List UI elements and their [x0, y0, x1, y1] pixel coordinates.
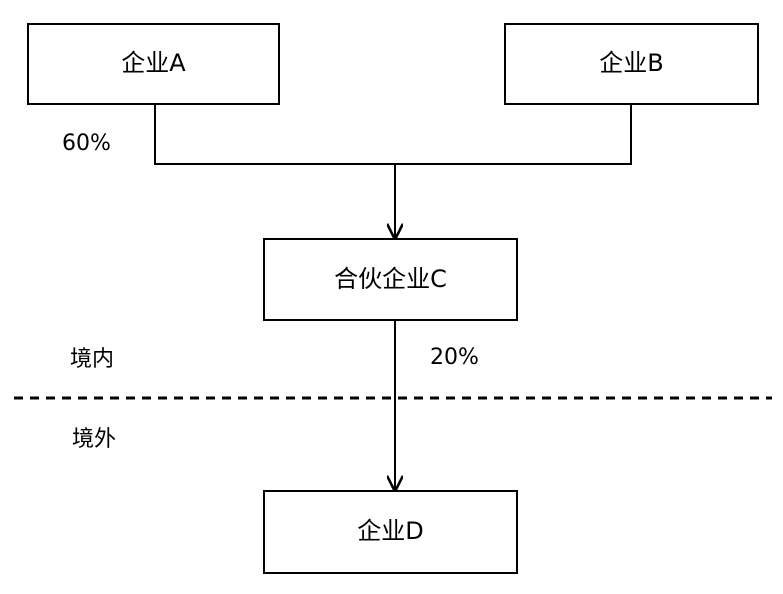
node-enterprise-b-label: 企业B	[599, 49, 663, 77]
node-enterprise-a: 企业A	[27, 23, 280, 105]
node-partnership-c-label: 合伙企业C	[334, 265, 447, 293]
edge-label-a-share: 60%	[62, 131, 111, 156]
connector-a-b-to-c	[154, 104, 632, 238]
edge-label-c-share: 20%	[430, 345, 479, 370]
node-enterprise-d-label: 企业D	[357, 517, 423, 545]
node-partnership-c: 合伙企业C	[263, 238, 518, 321]
zone-label-overseas: 境外	[72, 427, 116, 452]
node-enterprise-d: 企业D	[263, 490, 518, 574]
node-enterprise-a-label: 企业A	[121, 49, 186, 77]
zone-label-domestic: 境内	[70, 347, 114, 372]
node-enterprise-b: 企业B	[504, 23, 759, 105]
